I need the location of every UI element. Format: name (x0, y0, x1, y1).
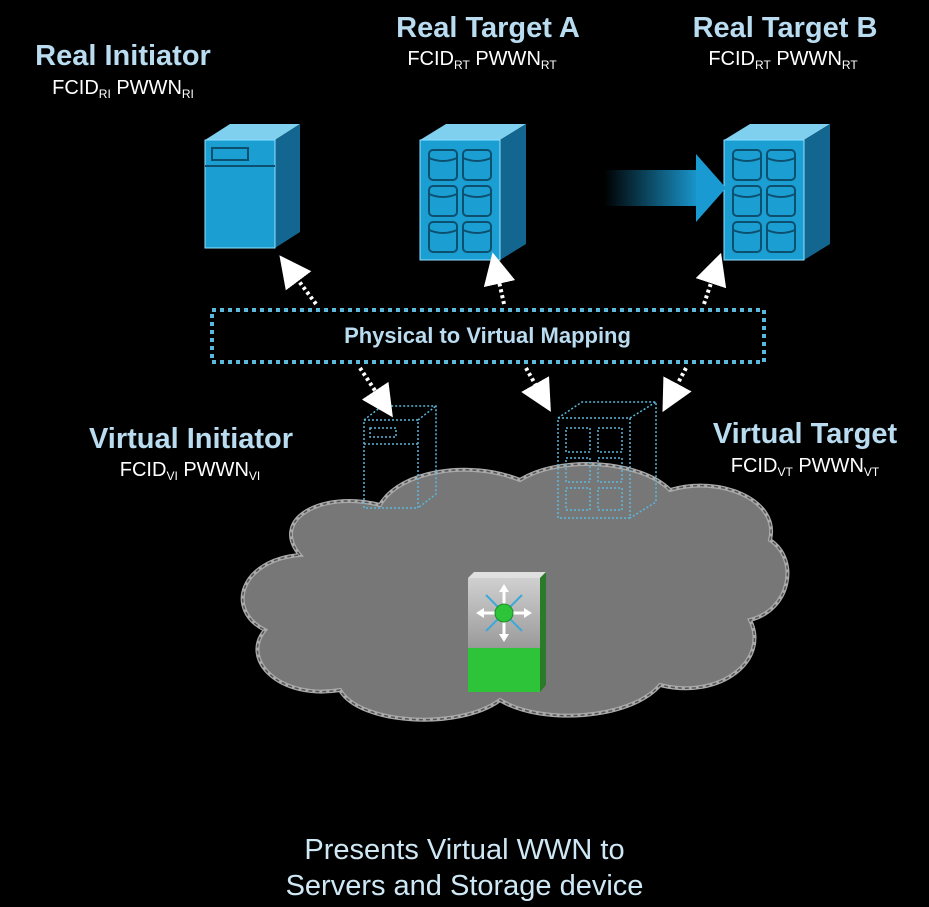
caption-line-2: Servers and Storage device (285, 870, 644, 902)
real-initiator-ids: FCIDRI PWWNRI (52, 77, 194, 101)
real-target-b-ids: FCIDRT PWWNRT (708, 48, 858, 72)
virtual-target-ids: FCIDVT PWWNVT (730, 455, 880, 479)
real-target-b-storage-icon (723, 124, 830, 261)
real-initiator-server-icon (204, 124, 300, 249)
real-initiator-title: Real Initiator (35, 40, 211, 72)
virtual-initiator-server-icon (363, 405, 437, 509)
virtual-target-title: Virtual Target (712, 418, 898, 450)
caption: Presents Virtual WWN to Servers and Stor… (0, 832, 929, 904)
caption-line-1: Presents Virtual WWN to (304, 834, 625, 866)
mapping-connectors (279, 252, 727, 418)
real-target-a-title: Real Target A (396, 12, 580, 44)
virtual-initiator-title: Virtual Initiator (88, 423, 294, 455)
virtual-target-storage-icon (557, 401, 657, 519)
migration-arrow-icon (604, 154, 726, 222)
virtual-initiator-ids: FCIDVI PWWNVI (119, 459, 261, 483)
real-target-a-ids: FCIDRT PWWNRT (407, 48, 557, 72)
real-target-b-title: Real Target B (692, 12, 878, 44)
real-target-a-storage-icon (419, 124, 526, 261)
mapping-label: Physical to Virtual Mapping (344, 323, 631, 348)
mapping-box (210, 308, 766, 364)
mds-switch-icon (468, 572, 546, 692)
